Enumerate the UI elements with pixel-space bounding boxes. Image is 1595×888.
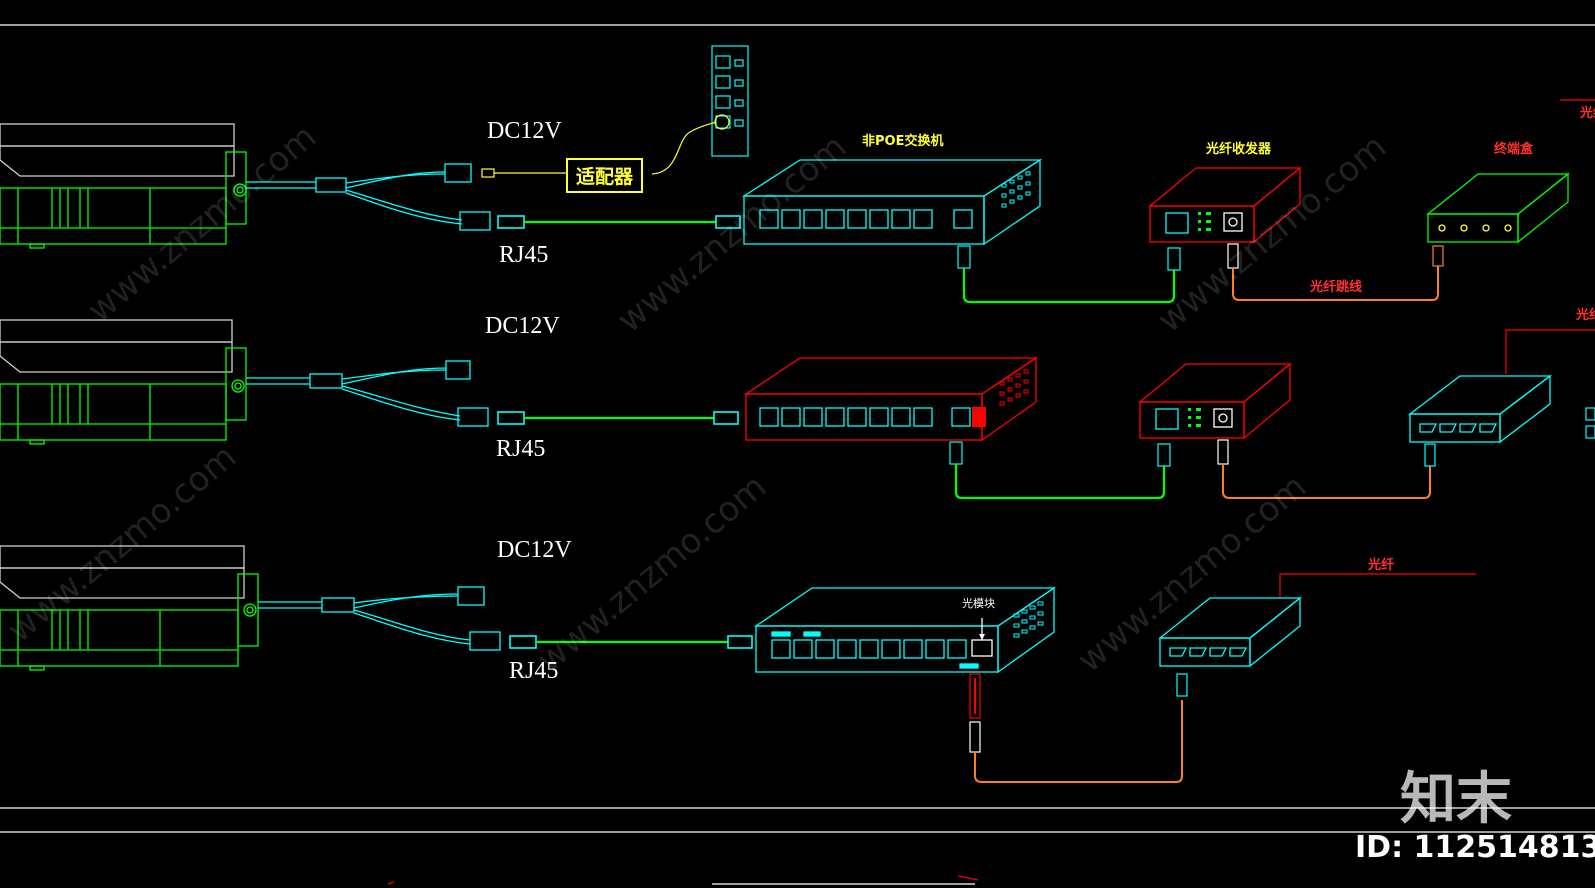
rj45-cable-1 <box>497 215 741 229</box>
row3-dc12v-label: DC12V <box>497 537 572 563</box>
switch-uplink-2 <box>949 441 1171 500</box>
row2-rj45-label: RJ45 <box>496 436 546 462</box>
camera-1 <box>0 123 247 249</box>
poe-switch <box>743 356 1039 442</box>
fiber-patch-cord-2 <box>1217 439 1436 499</box>
optical-module-label: 光模块 <box>962 597 995 610</box>
adapter-cord <box>651 121 717 175</box>
camera-3 <box>0 545 259 671</box>
row1-rj45-label: RJ45 <box>499 242 549 268</box>
camera-1-cables <box>246 163 491 231</box>
non-poe-switch <box>741 158 1043 246</box>
terminal-box-2 <box>1408 374 1552 444</box>
fiber-line-3 <box>1279 573 1476 597</box>
fiber-patch-cord-3 <box>969 673 1188 783</box>
non-poe-switch-label: 非POE交换机 <box>862 134 944 149</box>
right-fiber-label-1: 光纤 <box>1580 106 1595 121</box>
rj45-cable-2 <box>497 411 739 425</box>
camera-2 <box>0 319 247 445</box>
fiber-patch-cord-label: 光纤跳线 <box>1310 280 1363 295</box>
edge-device <box>1585 407 1595 439</box>
row2-dc12v-label: DC12V <box>485 313 560 339</box>
row3-rj45-label: RJ45 <box>509 658 559 684</box>
drawing-frame <box>0 24 1595 885</box>
row1-dc12v-label: DC12V <box>487 118 562 144</box>
terminal-box-label: 终端盒 <box>1494 142 1534 157</box>
terminal-box-1 <box>1426 172 1570 244</box>
brand-logo: 知末 <box>1400 767 1512 832</box>
rj45-cable-3 <box>509 635 753 649</box>
fiber-patch-cord-1 <box>1227 243 1444 301</box>
dc-plug-1 <box>481 168 568 178</box>
fiber-line-2 <box>1505 329 1595 374</box>
row3-fiber-label: 光纤 <box>1368 558 1395 573</box>
camera-3-cables <box>258 586 501 651</box>
switch-uplink-1 <box>957 245 1181 304</box>
switch-with-optical-module <box>753 586 1057 674</box>
fiber-transceiver-1 <box>1148 166 1302 244</box>
camera-2-cables <box>246 360 489 427</box>
terminal-box-3 <box>1158 596 1302 668</box>
fiber-transceiver-label: 光纤收发器 <box>1206 142 1272 157</box>
image-id: ID: 1125148133 <box>1355 830 1595 865</box>
right-fiber-label-2: 光纤 <box>1576 308 1595 323</box>
adapter-box: 适配器 <box>566 158 644 193</box>
power-strip <box>711 45 749 157</box>
fiber-transceiver-2 <box>1138 362 1292 440</box>
